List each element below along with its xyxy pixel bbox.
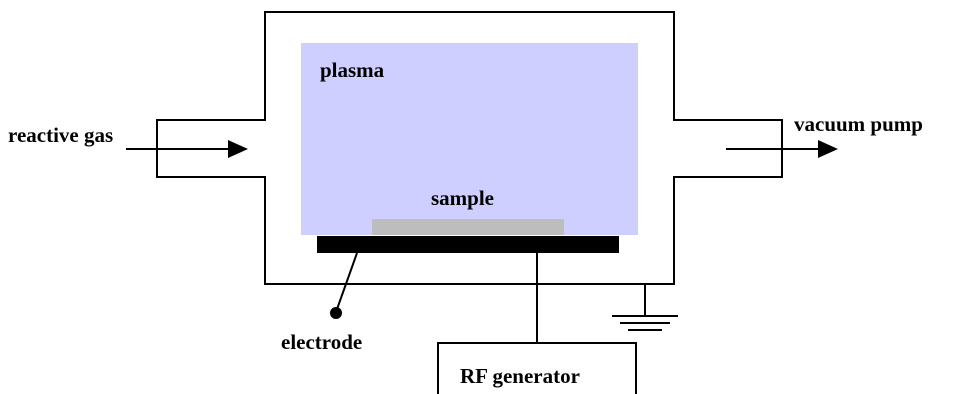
plasma-region — [301, 43, 638, 235]
terminal-dot-icon — [330, 307, 342, 319]
electrode-lead — [335, 252, 358, 313]
rf-generator-label: RF generator — [460, 364, 580, 388]
reactive-gas-label: reactive gas — [8, 123, 113, 147]
ground-symbol-icon — [612, 315, 678, 331]
vacuum-pump-label: vacuum pump — [794, 112, 923, 136]
plasma-label: plasma — [320, 58, 385, 82]
rf-generator-box — [437, 342, 637, 394]
sample — [372, 219, 564, 235]
electrode-label: electrode — [281, 330, 362, 354]
outlet-arrow-icon — [726, 140, 838, 158]
chamber-outline — [156, 11, 783, 285]
inlet-arrow-icon — [126, 140, 248, 158]
electrode-plate — [317, 236, 619, 253]
sample-label: sample — [431, 186, 494, 210]
